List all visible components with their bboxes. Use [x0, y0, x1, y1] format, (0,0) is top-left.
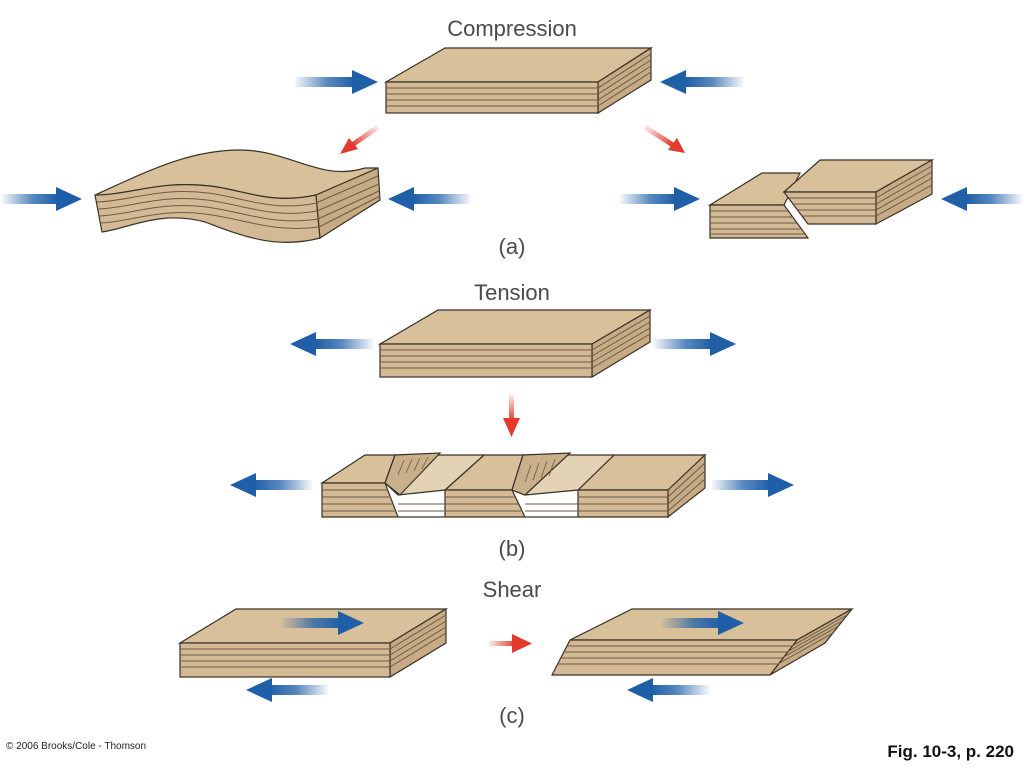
arrow-right-icon — [620, 187, 700, 211]
panel-a-label: (a) — [498, 234, 526, 259]
arrow-left-icon — [290, 332, 373, 356]
figure-reference: Fig. 10-3, p. 220 — [887, 742, 1014, 761]
arrow-left-icon — [941, 187, 1022, 211]
compression-block — [383, 46, 654, 115]
arrow-right-icon — [282, 611, 364, 635]
arrow-right-icon — [295, 70, 378, 94]
tension-block — [377, 308, 653, 379]
shear-title: Shear — [482, 577, 542, 602]
rifted-rock-layers — [319, 452, 707, 519]
faulted-rock-layers — [707, 158, 935, 239]
arrow-left-icon — [627, 678, 709, 702]
arrow-right-icon — [712, 473, 794, 497]
panel-b-label: (b) — [498, 536, 526, 561]
transition-arrow-icon — [340, 124, 380, 154]
arrow-left-icon — [246, 678, 328, 702]
transition-arrow-icon — [643, 124, 685, 153]
compression-title: Compression — [447, 16, 577, 41]
arrow-right-icon — [2, 187, 82, 211]
transition-arrow-icon — [489, 634, 532, 653]
copyright-notice: © 2006 Brooks/Cole - Thomson — [6, 741, 147, 752]
panel-c-label: (c) — [499, 703, 525, 728]
arrow-right-icon — [662, 611, 744, 635]
tension-title: Tension — [474, 280, 550, 305]
folded-rock-layers — [94, 149, 381, 243]
arrow-left-icon — [388, 187, 470, 211]
arrow-left-icon — [660, 70, 743, 94]
arrow-right-icon — [654, 332, 736, 356]
arrow-left-icon — [230, 473, 312, 497]
transition-arrow-icon — [503, 395, 520, 437]
